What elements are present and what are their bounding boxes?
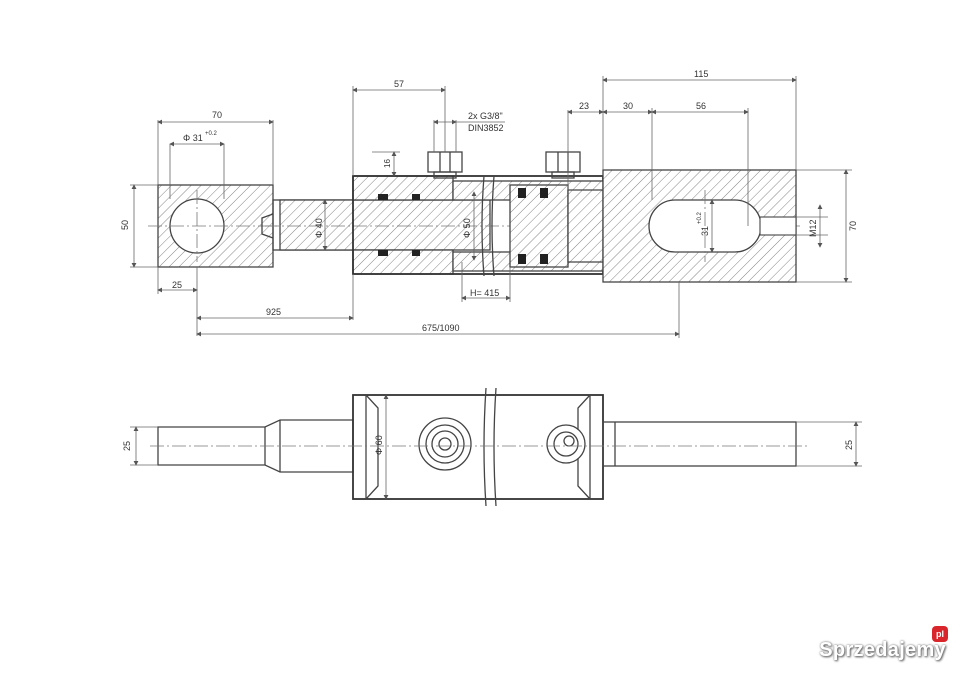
section-view: 70 Φ 31 +0.2 50 25 925 675/1090 xyxy=(120,69,858,338)
dim-70-right: 70 xyxy=(848,221,858,231)
side-view: 25 Φ 60 25 xyxy=(122,387,862,507)
dim-phi-31-tol: +0.2 xyxy=(205,131,218,137)
watermark-logo: Sprzedajemy xyxy=(819,639,946,661)
dim-16: 16 xyxy=(383,159,392,168)
dim-25: 25 xyxy=(172,280,182,290)
dim-phi-50: Φ 50 xyxy=(462,218,472,238)
hydraulic-ports xyxy=(427,151,581,179)
dim-m12: M12 xyxy=(808,219,818,237)
dim-stroke: H= 415 xyxy=(470,288,499,298)
port-spec: 2x G3/8" xyxy=(468,111,503,121)
left-clevis xyxy=(148,184,285,268)
dim-56: 56 xyxy=(696,101,706,111)
dim-30: 30 xyxy=(623,101,633,111)
dim-115: 115 xyxy=(694,69,708,79)
right-head-block xyxy=(602,169,797,283)
dim-31-right: 31 xyxy=(700,226,710,236)
dim-23: 23 xyxy=(579,101,589,111)
port-standard: DIN3852 xyxy=(468,123,504,133)
cylinder-tube xyxy=(352,175,604,277)
dim-50-height: 50 xyxy=(120,220,130,230)
dim-25-right-view: 25 xyxy=(844,440,854,450)
dim-phi-31: Φ 31 xyxy=(183,133,203,143)
dim-70-left: 70 xyxy=(212,110,222,120)
watermark-badge: pl xyxy=(932,626,948,642)
dim-675-1090: 675/1090 xyxy=(422,323,460,333)
dim-31-right-tol: +0.2 xyxy=(697,211,703,224)
section-dimensions: 70 Φ 31 +0.2 50 25 925 675/1090 xyxy=(120,69,858,338)
dim-phi-60: Φ 60 xyxy=(374,435,384,455)
dim-925: 925 xyxy=(266,307,281,317)
dim-phi-40: Φ 40 xyxy=(314,218,324,238)
piston-rod xyxy=(261,199,800,251)
dim-57: 57 xyxy=(394,79,404,89)
dim-25-left-view: 25 xyxy=(122,441,132,451)
